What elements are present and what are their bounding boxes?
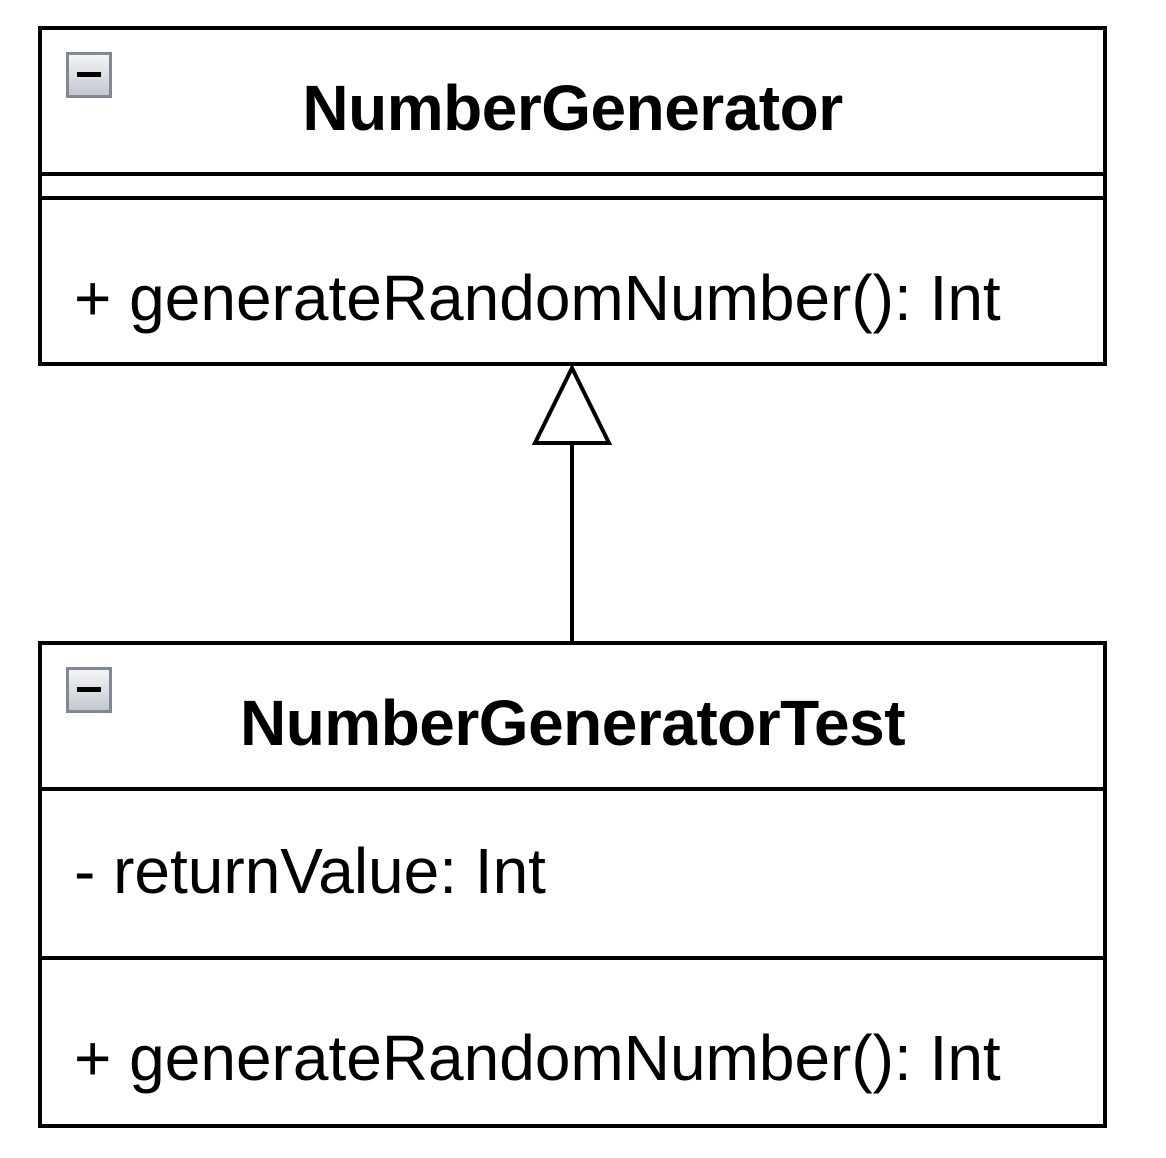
- class-header: NumberGeneratorTest: [42, 645, 1103, 787]
- generalization-arrowhead: [531, 363, 613, 445]
- header-divider: [42, 172, 1103, 176]
- attributes-divider: [42, 196, 1103, 200]
- operation-item: + generateRandomNumber(): Int: [74, 1022, 1001, 1094]
- class-name: NumberGenerator: [302, 72, 843, 144]
- header-divider: [42, 787, 1103, 791]
- class-header: NumberGenerator: [42, 30, 1103, 172]
- collapse-minus-icon[interactable]: [66, 667, 112, 713]
- collapse-minus-icon[interactable]: [66, 52, 112, 98]
- class-name: NumberGeneratorTest: [239, 687, 906, 759]
- attributes-divider: [42, 956, 1103, 960]
- minus-glyph: [77, 72, 101, 77]
- class-box-number-generator[interactable]: NumberGenerator + generateRandomNumber()…: [38, 26, 1107, 366]
- operation-item: + generateRandomNumber(): Int: [74, 262, 1001, 334]
- minus-glyph: [77, 687, 101, 692]
- class-box-number-generator-test[interactable]: NumberGeneratorTest - returnValue: Int +…: [38, 641, 1107, 1128]
- attribute-item: - returnValue: Int: [74, 835, 546, 907]
